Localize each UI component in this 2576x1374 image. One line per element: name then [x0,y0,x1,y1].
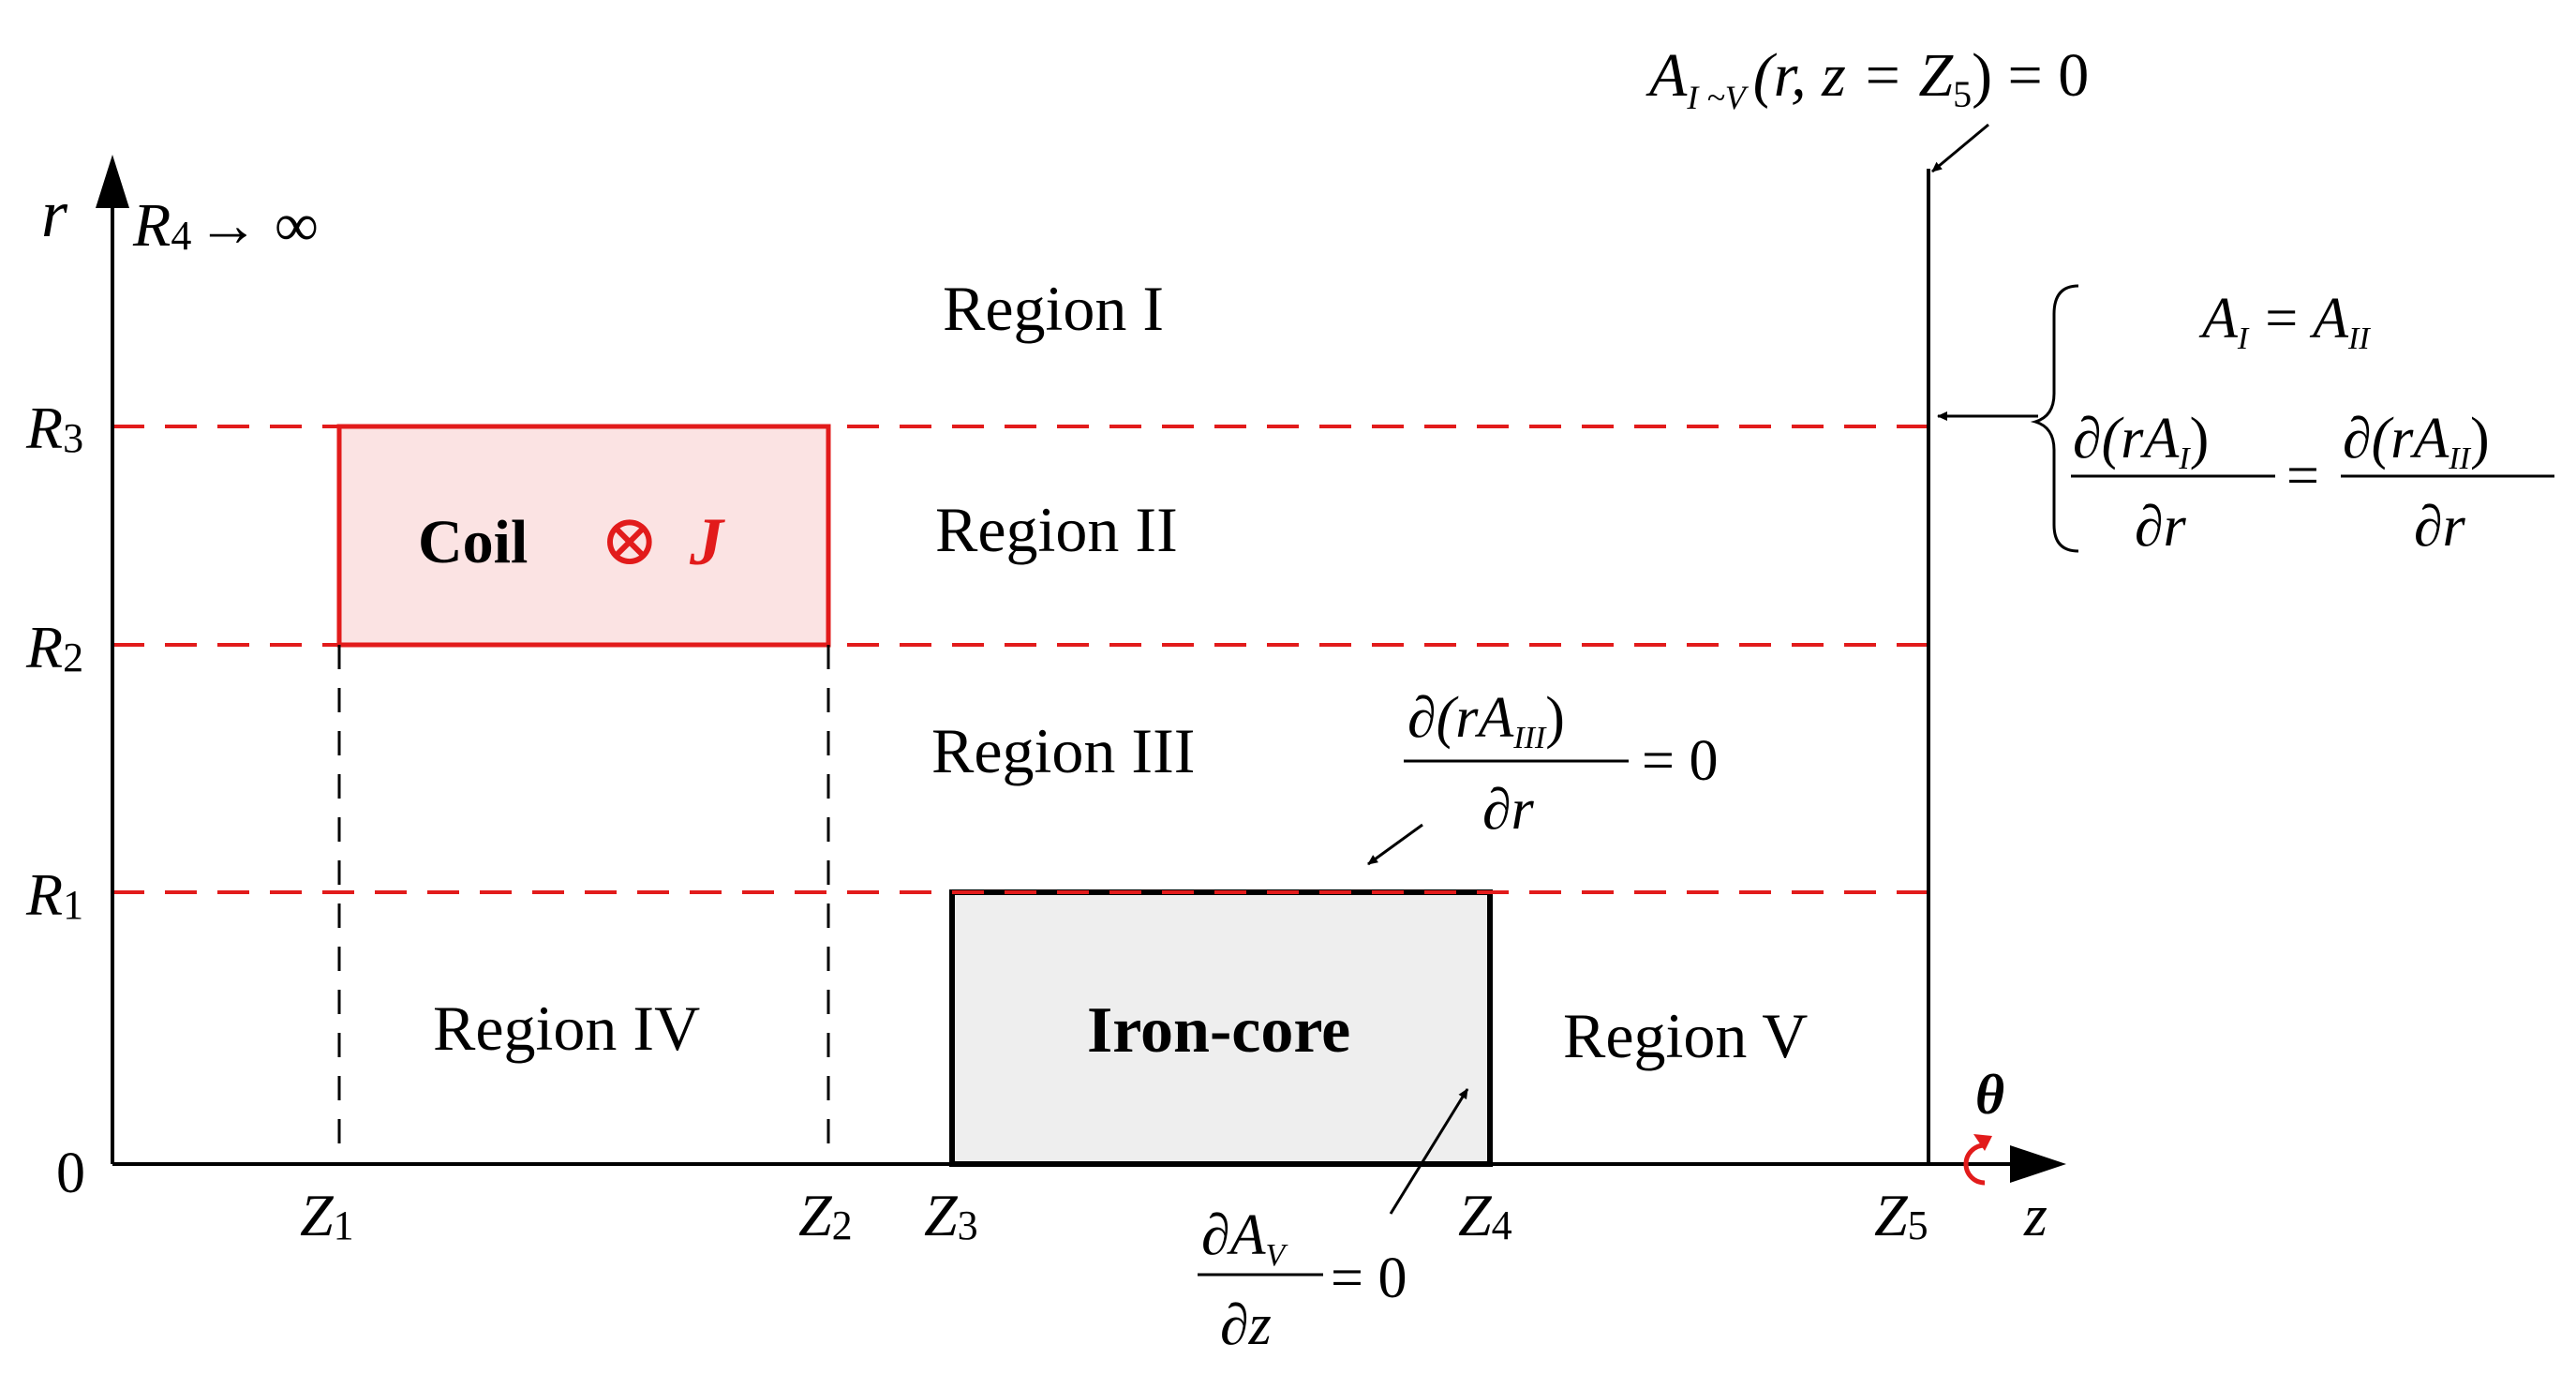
core-side-bc-numerator: ∂AV [1201,1203,1289,1273]
iron-core-box [949,889,1493,1167]
core-top-bc-leader [1367,823,1423,866]
current-density-label: J [689,504,725,579]
r4-label: R4→ ∞ [132,191,319,260]
z-axis-label: z [2023,1182,2047,1248]
r1-tick-label: R1 [25,861,83,928]
core-top-bc-equation: ∂(rAIII) ∂r = 0 [1404,686,1718,842]
region-1-label: Region I [943,273,1164,344]
r-axis-arrowhead [96,155,129,208]
interface-lines [112,425,1928,894]
core-side-bc-tail: = 0 [1331,1247,1407,1310]
core-top-bc-denominator: ∂r [1482,778,1535,842]
region-2-label: Region II [935,494,1178,565]
top-bc-leader [1931,123,1989,173]
z5-tick-label: Z5 [1874,1182,1928,1248]
z4-tick-label: Z4 [1458,1182,1512,1248]
coil-label: Coil [418,508,528,576]
z-axis-arrowhead [2010,1145,2066,1183]
theta-rotation-arrow [1963,1143,1986,1186]
top-bc-equation: AI ~V(r, z = Z5) = 0 [1645,41,2089,116]
origin-label: 0 [56,1142,85,1205]
r3-tick-label: R3 [25,395,83,461]
theta-rotation-arrowhead [1973,1134,1992,1151]
z1-tick-label: Z1 [300,1182,354,1248]
core-side-bc-equation: ∂AV ∂z = 0 [1198,1203,1407,1357]
z2-tick-label: Z2 [798,1182,853,1248]
iron-core-label: Iron-core [1087,994,1350,1067]
region-4-label: Region IV [433,993,700,1064]
region-5-label: Region V [1563,1000,1808,1071]
interface-eq2-left-denominator: ∂r [2135,495,2187,559]
interface-brace [2030,284,2079,553]
core-top-bc-tail: = 0 [1642,729,1718,793]
r2-tick-label: R2 [25,614,83,680]
z3-tick-label: Z3 [924,1182,978,1248]
coil-box [336,424,831,648]
r-axis-label: r [41,176,68,251]
core-side-bc-denominator: ∂z [1220,1293,1272,1357]
current-direction-icon: ⊗ [600,501,660,580]
interface-eq2-left-numerator: ∂(rAI) [2073,407,2209,476]
core-top-bc-numerator: ∂(rAIII) [1407,686,1565,755]
interface-equation-2: ∂(rAI) ∂r = ∂(rAII) ∂r [2071,407,2554,559]
coil-projection-lines [337,645,830,1162]
theta-label: θ [1975,1064,2004,1126]
interface-eq2-equals: = [2286,444,2319,508]
interface-eq2-right-numerator: ∂(rAII) [2343,407,2490,476]
interface-eq2-right-denominator: ∂r [2414,495,2466,559]
region-3-label: Region III [931,715,1195,786]
core-side-bc-leader [1389,1088,1469,1215]
interface-equation-1: AI=AII [2198,287,2371,356]
